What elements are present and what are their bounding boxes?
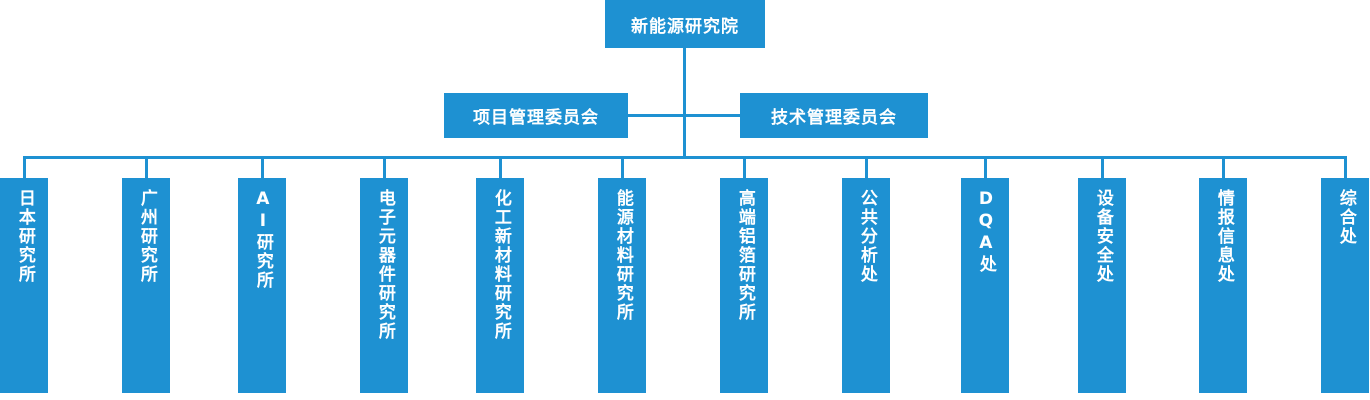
connector-drop-2 <box>261 156 264 178</box>
node-department-5-label: 能源材料研究所 <box>612 189 633 322</box>
connector-drop-3 <box>383 156 386 178</box>
connector-department-bus <box>23 156 1346 159</box>
node-department-4[interactable]: 化工新材料研究所 <box>476 178 524 393</box>
node-department-3[interactable]: 电子元器件研究所 <box>360 178 408 393</box>
connector-drop-11 <box>1344 156 1347 178</box>
connector-drop-4 <box>499 156 502 178</box>
node-department-9[interactable]: 设备安全处 <box>1078 178 1126 393</box>
node-department-3-label: 电子元器件研究所 <box>374 189 395 341</box>
node-department-2[interactable]: AI研究所 <box>238 178 286 393</box>
node-committee-technical-management-label: 技术管理委员会 <box>771 108 897 128</box>
node-department-10-label: 情报信息处 <box>1213 189 1234 284</box>
node-department-8-label: DQA处 <box>975 189 996 274</box>
connector-drop-6 <box>743 156 746 178</box>
node-department-5[interactable]: 能源材料研究所 <box>598 178 646 393</box>
connector-committee-bar <box>628 114 740 117</box>
connector-drop-8 <box>984 156 987 178</box>
connector-drop-7 <box>865 156 868 178</box>
node-department-7-label: 公共分析处 <box>856 189 877 284</box>
node-committee-technical-management[interactable]: 技术管理委员会 <box>740 93 928 138</box>
node-department-6[interactable]: 高端铝箔研究所 <box>720 178 768 393</box>
node-department-1-label: 广州研究所 <box>136 189 157 284</box>
node-root[interactable]: 新能源研究院 <box>605 0 765 48</box>
node-department-10[interactable]: 情报信息处 <box>1199 178 1247 393</box>
node-committee-project-management[interactable]: 项目管理委员会 <box>444 93 628 138</box>
connector-drop-0 <box>23 156 26 178</box>
connector-drop-1 <box>145 156 148 178</box>
node-department-1[interactable]: 广州研究所 <box>122 178 170 393</box>
node-root-label: 新能源研究院 <box>631 16 739 37</box>
node-department-7[interactable]: 公共分析处 <box>842 178 890 393</box>
connector-drop-5 <box>621 156 624 178</box>
node-department-4-label: 化工新材料研究所 <box>490 189 511 341</box>
node-department-9-label: 设备安全处 <box>1092 189 1113 284</box>
node-department-2-label: AI研究所 <box>252 189 273 290</box>
node-department-11-label: 综合处 <box>1335 189 1356 246</box>
connector-drop-9 <box>1101 156 1104 178</box>
node-department-11[interactable]: 综合处 <box>1321 178 1369 393</box>
node-committee-project-management-label: 项目管理委员会 <box>473 108 599 128</box>
connector-root-trunk <box>683 48 686 158</box>
node-department-6-label: 高端铝箔研究所 <box>734 189 755 322</box>
node-department-8[interactable]: DQA处 <box>961 178 1009 393</box>
node-department-0[interactable]: 日本研究所 <box>0 178 48 393</box>
connector-drop-10 <box>1222 156 1225 178</box>
node-department-0-label: 日本研究所 <box>14 189 35 284</box>
